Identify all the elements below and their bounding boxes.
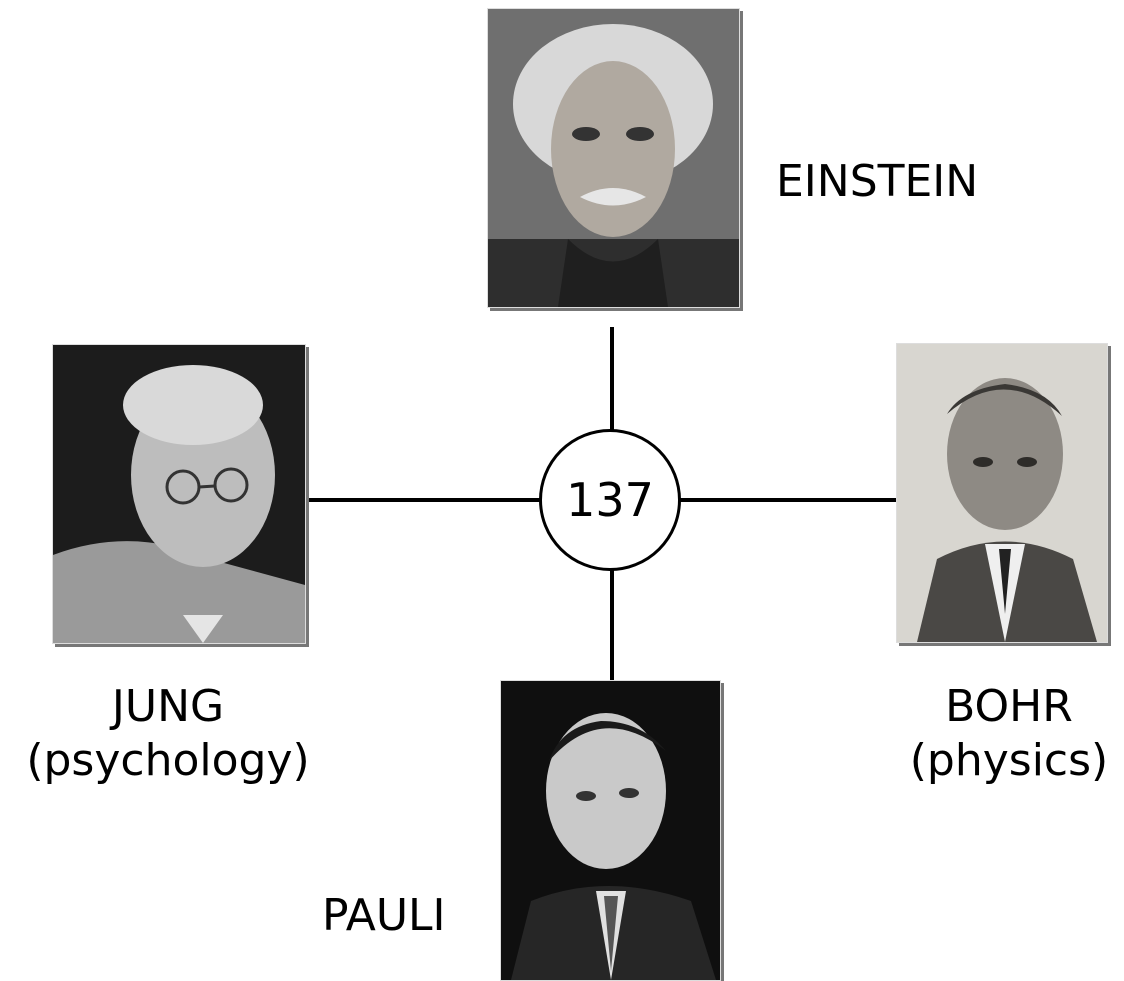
center-number: 137: [566, 473, 654, 527]
connector-line-top: [610, 327, 614, 431]
connector-line-left: [304, 498, 541, 502]
pauli-name: PAULI: [322, 890, 446, 941]
jung-label: JUNG (psychology): [8, 680, 328, 788]
connector-line-bottom: [610, 569, 614, 680]
pauli-label: PAULI: [322, 889, 446, 943]
jung-photo: [52, 344, 306, 644]
pauli-photo: [500, 680, 721, 981]
jung-field: (psychology): [26, 735, 310, 786]
connector-line-right: [679, 498, 896, 502]
bohr-label: BOHR (physics): [896, 680, 1122, 788]
bohr-field: (physics): [909, 735, 1109, 786]
einstein-name: EINSTEIN: [776, 156, 979, 207]
bohr-photo: [896, 343, 1108, 643]
einstein-label: EINSTEIN: [776, 155, 978, 209]
bohr-name: BOHR: [945, 681, 1073, 732]
center-circle: 137: [539, 429, 681, 571]
jung-name: JUNG: [111, 681, 225, 732]
einstein-photo: [487, 8, 740, 308]
